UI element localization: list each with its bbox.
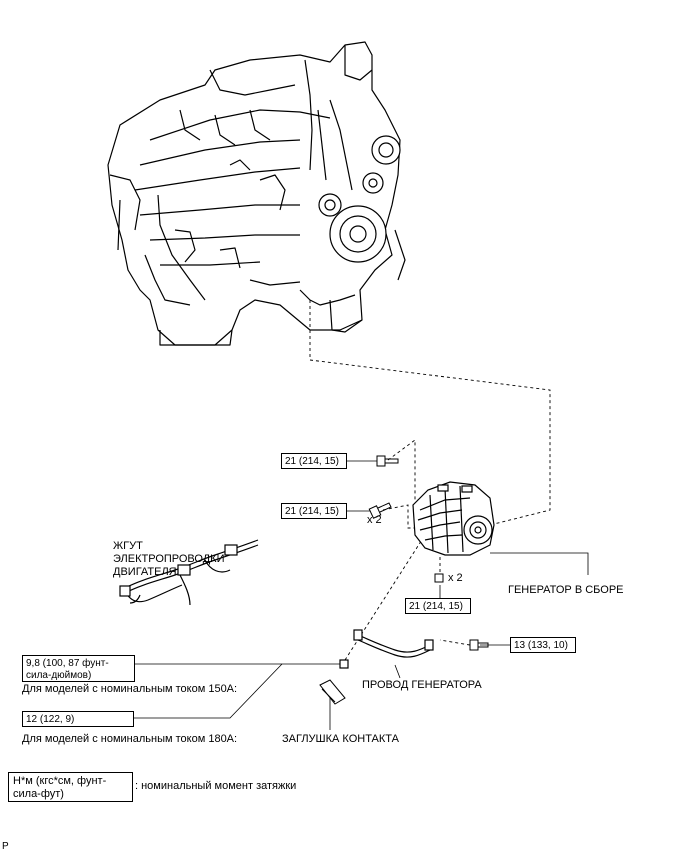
terminal-cap-label: ЗАГЛУШКА КОНТАКТА [282, 733, 399, 745]
nut-icon [434, 573, 444, 583]
harness-label: ЖГУТ ЭЛЕКТРОПРОВОДКИ ДВИГАТЕЛЯ [113, 540, 225, 578]
bolt-icon [376, 455, 399, 467]
quantity-label-2: x 2 [448, 572, 463, 584]
generator-label: ГЕНЕРАТОР В СБОРЕ [508, 584, 624, 596]
engine-to-generator-leader [309, 300, 551, 526]
generator-icon [412, 481, 495, 556]
torque-box-5: 9,8 (100, 87 фунт-сила-дюймов) [22, 655, 135, 682]
torque-box-6: 12 (122, 9) [22, 711, 134, 727]
model-180-note: Для моделей с номинальным током 180А: [22, 733, 238, 745]
bolt-icon [469, 639, 489, 651]
torque-box-4: 13 (133, 10) [510, 637, 576, 653]
engine-assembly-icon [107, 41, 406, 346]
quantity-label-1: x 2 [367, 514, 382, 526]
torque-box-2: 21 (214, 15) [281, 503, 347, 519]
corner-mark: P [2, 841, 9, 852]
legend-unit-box: Н*м (кгс*см, фунт-сила-фут) [8, 772, 133, 802]
torque-box-1: 21 (214, 15) [281, 453, 347, 469]
wire-harness-icon [119, 539, 259, 606]
terminal-cap-icon [319, 679, 346, 705]
label-leaders [134, 460, 589, 730]
generator-wire-label: ПРОВОД ГЕНЕРАТОРА [362, 679, 482, 691]
torque-box-3: 21 (214, 15) [405, 598, 471, 614]
generator-wire-icon [339, 629, 434, 669]
model-150-note: Для моделей с номинальным током 150А: [22, 683, 238, 695]
bolt-icon [368, 502, 392, 519]
legend-description: : номинальный момент затяжки [135, 780, 297, 792]
